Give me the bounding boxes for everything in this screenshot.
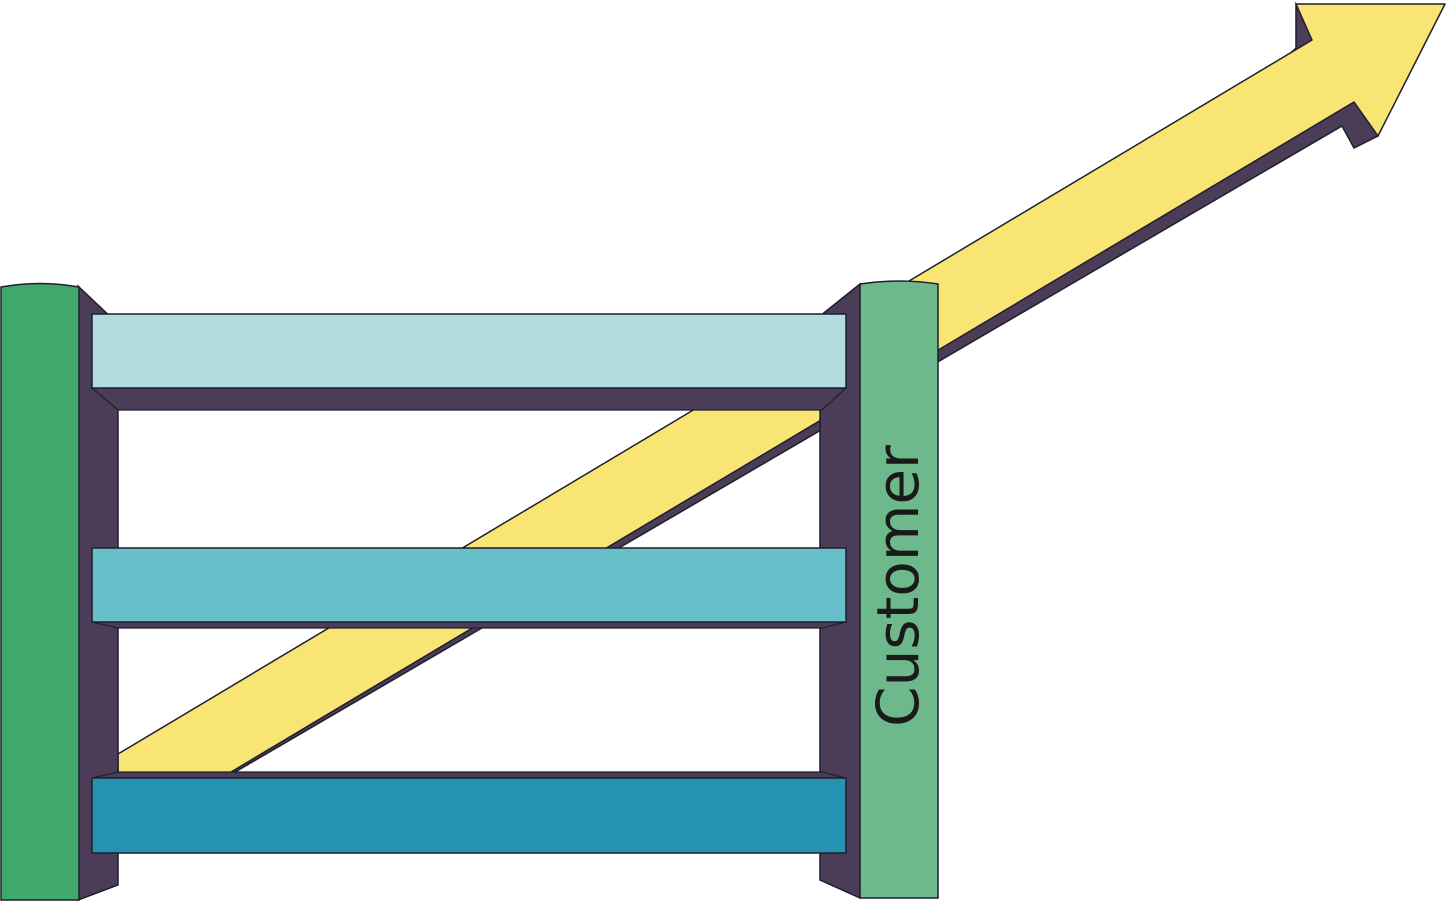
top-rail xyxy=(91,313,847,389)
bottom-rail xyxy=(91,777,847,854)
right-post xyxy=(859,280,939,899)
top-rail-shadow xyxy=(90,387,848,411)
middle-rail xyxy=(91,547,847,623)
customer-label: Customer xyxy=(864,445,932,727)
left-post xyxy=(0,282,80,901)
bottom-rail-shadow xyxy=(91,771,847,779)
middle-rail-shadow xyxy=(91,621,847,629)
